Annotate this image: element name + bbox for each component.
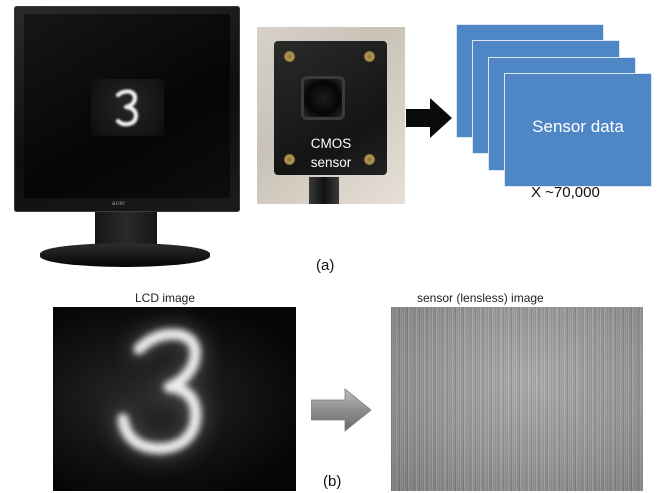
camera-photo: CMOS sensor — [257, 27, 405, 204]
lcd-image — [53, 307, 296, 491]
mount-hole-icon — [284, 51, 295, 62]
camera-label-line1: CMOS — [310, 136, 352, 151]
screen-digit-glyph — [115, 89, 139, 127]
camera-stand — [309, 177, 339, 204]
sensor-data-card — [504, 73, 652, 187]
mount-hole-icon — [364, 51, 375, 62]
camera-label-line2: sensor — [310, 155, 352, 170]
black-arrow-icon — [406, 98, 452, 138]
sensor-lensless-image — [391, 307, 643, 491]
monitor-stand-neck — [95, 212, 157, 246]
sensor-image-title: sensor (lensless) image — [417, 291, 544, 305]
sensor-data-label: Sensor data — [532, 117, 624, 136]
cmos-sensor-chip — [304, 79, 342, 117]
monitor-brand-logo: acer — [112, 201, 126, 207]
mount-hole-icon — [284, 154, 295, 165]
panel-a-caption: (a) — [316, 257, 335, 274]
lcd-image-title: LCD image — [135, 291, 196, 305]
panel-b-caption: (b) — [323, 473, 342, 490]
screen-digit-image — [91, 79, 164, 136]
monitor-stand-base — [40, 243, 210, 267]
sample-count-label: X ~70,000 — [531, 184, 600, 201]
mount-hole-icon — [364, 154, 375, 165]
gray-arrow-icon — [311, 388, 371, 432]
lcd-digit-glyph — [113, 324, 206, 459]
